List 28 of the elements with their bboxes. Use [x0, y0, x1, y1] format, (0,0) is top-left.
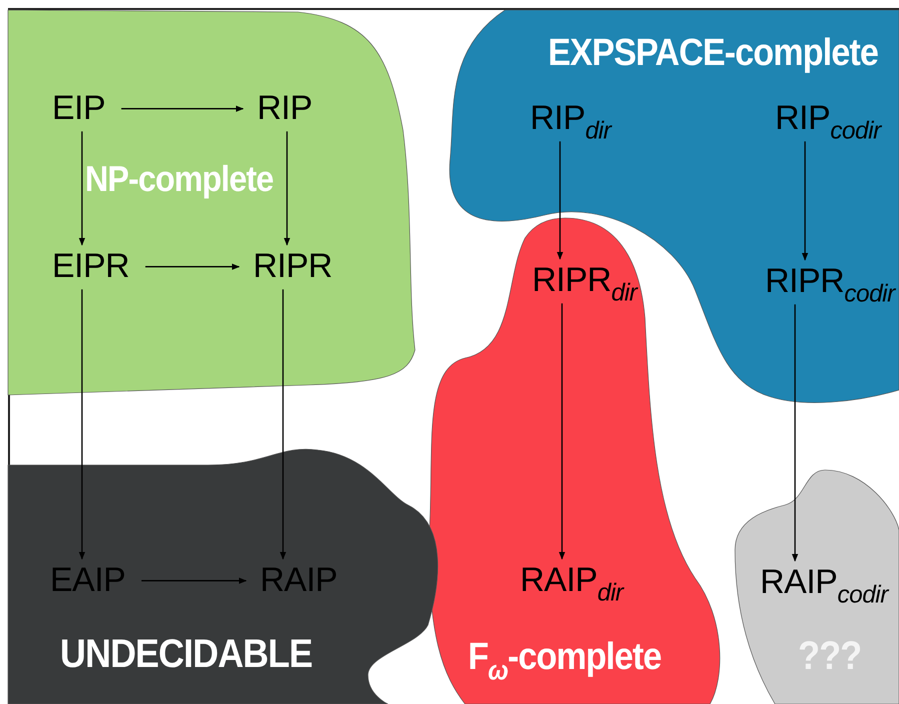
- problem-label: EAIP: [50, 562, 126, 600]
- problem-label: RAIP$_{dir}$: [520, 562, 624, 600]
- problem-label: RIP$_{codir}$: [775, 100, 881, 138]
- arrow: [280, 289, 286, 560]
- problem-label: RAIP: [260, 562, 338, 600]
- complexity-class-heading: ???: [798, 634, 862, 679]
- problem-label: RIPR$_{codir}$: [765, 263, 895, 300]
- arrow: [556, 141, 564, 260]
- arrow: [284, 131, 290, 246]
- arrow: [78, 289, 86, 560]
- problem-label: RIP$_{dir}$: [530, 100, 611, 138]
- problem-label: RIP: [257, 90, 312, 128]
- complexity-class-heading: NP-complete: [85, 158, 274, 200]
- arrow: [802, 141, 808, 261]
- complexity-class-heading: UNDECIDABLE: [60, 632, 312, 677]
- complexity-class-heading: F$_{ω}$-complete: [468, 636, 662, 679]
- arrow: [121, 106, 244, 112]
- arrow: [141, 578, 247, 584]
- problem-label: RIPR$_{dir}$: [532, 262, 637, 300]
- problem-label: RAIP$_{codir}$: [760, 564, 888, 602]
- arrow: [558, 303, 566, 560]
- problem-label: EIPR: [52, 248, 130, 286]
- complexity-class-heading: EXPSPACE-complete: [548, 32, 878, 75]
- arrow: [792, 304, 798, 562]
- arrow: [145, 264, 240, 270]
- arrow: [78, 131, 86, 246]
- problem-label: EIP: [52, 90, 106, 128]
- problem-label: RIPR: [253, 248, 332, 286]
